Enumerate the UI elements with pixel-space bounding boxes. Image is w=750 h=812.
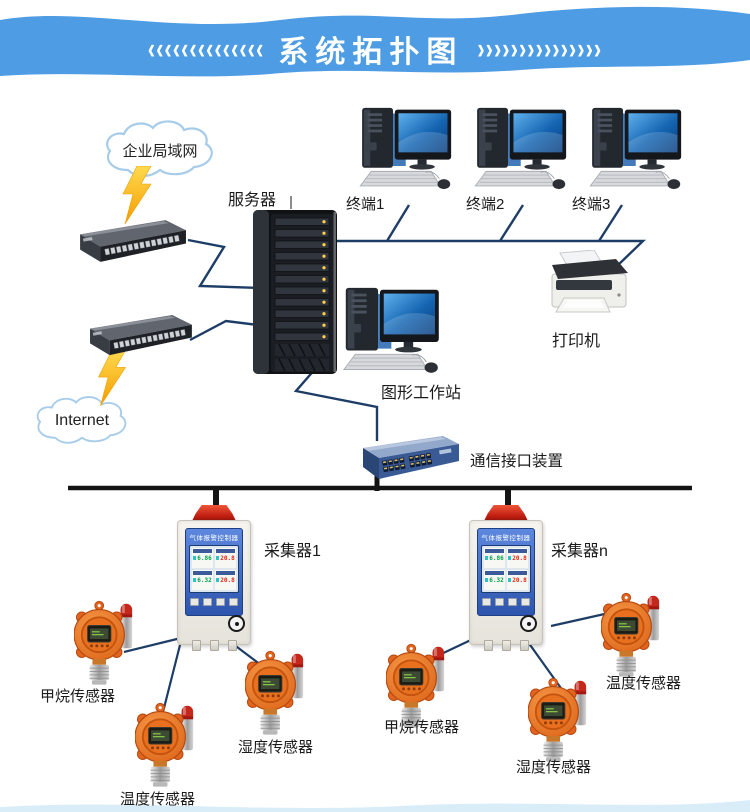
terminal-2-label: 终端2 <box>466 196 505 213</box>
desktop-computer-icon <box>468 106 568 195</box>
server <box>249 206 341 383</box>
cable-glands <box>178 640 250 651</box>
gas-detector-icon <box>528 673 592 764</box>
network-switch-icon <box>84 313 194 360</box>
router-icon <box>355 434 463 480</box>
terminal-2 <box>468 106 568 200</box>
buzzer-icon <box>228 615 245 632</box>
sensor-c1-temperature-label: 温度传感器 <box>120 791 196 808</box>
reading-cell: 20.8 <box>215 570 236 590</box>
reading-value: 6.86 <box>192 555 213 562</box>
switch-2 <box>84 313 194 365</box>
collector-1-label: 采集器1 <box>264 543 321 560</box>
right-chevrons-icon: ››››››››››››››› <box>477 31 603 66</box>
gas-detector-icon <box>135 698 199 789</box>
controller-buttons <box>478 598 534 606</box>
sensor-cn-humidity-label: 湿度传感器 <box>516 759 592 776</box>
terminal-3 <box>583 106 683 200</box>
reading-cell: 6.32 <box>484 570 505 590</box>
reading-value: 6.86 <box>484 555 505 562</box>
sensor-c1-methane <box>74 596 138 692</box>
server-rack-icon <box>249 206 341 378</box>
alarm-beacon-icon <box>192 505 236 521</box>
comm-device-label: 通信接口装置 <box>470 453 564 470</box>
reading-cell: 20.8 <box>215 548 236 568</box>
workstation <box>336 286 441 384</box>
reading-value: 20.8 <box>215 555 236 562</box>
header-banner: ‹‹‹‹‹‹‹‹‹‹‹‹‹‹ 系统拓扑图 ››››››››››››››› <box>0 0 750 92</box>
lan-cloud-label: 企业局域网 <box>122 143 198 160</box>
collector-1: 气体报警控制器 6.86 20.8 6.32 20.8 <box>177 503 251 653</box>
banner-wave <box>0 6 750 77</box>
sensor-c1-humidity <box>245 646 309 742</box>
controller-title: 气体报警控制器 <box>189 535 239 542</box>
reading-cell: 6.86 <box>484 548 505 568</box>
controller-panel: 气体报警控制器 6.86 20.8 6.32 20.8 <box>185 528 243 616</box>
bottom-wave <box>0 800 750 812</box>
reading-cell: 20.8 <box>507 570 528 590</box>
reading-value: 20.8 <box>215 577 236 584</box>
reading-value: 6.32 <box>484 577 505 584</box>
printer <box>542 250 636 335</box>
desktop-computer-icon <box>583 106 683 195</box>
sensor-c1-humidity-label: 湿度传感器 <box>238 739 314 756</box>
buzzer-icon <box>520 615 537 632</box>
alarm-beacon-icon <box>484 505 528 521</box>
server-label: 服务器 <box>228 192 277 209</box>
printer-label: 打印机 <box>552 333 601 350</box>
terminal-3-label: 终端3 <box>572 196 611 213</box>
sensor-c1-temperature <box>135 698 199 794</box>
controller-body: 气体报警控制器 6.86 20.8 6.32 20.8 <box>177 520 251 651</box>
lan-cloud: 企业局域网 <box>98 118 222 182</box>
left-chevrons-icon: ‹‹‹‹‹‹‹‹‹‹‹‹‹‹ <box>147 31 265 66</box>
reading-cell: 20.8 <box>507 548 528 568</box>
reading-cell: 6.86 <box>192 548 213 568</box>
network-switch-icon <box>74 218 188 267</box>
controller-panel: 气体报警控制器 6.86 20.8 6.32 20.8 <box>477 528 535 616</box>
reading-cell: 6.32 <box>192 570 213 590</box>
sensor-cn-methane-label: 甲烷传感器 <box>384 719 460 736</box>
reading-value: 20.8 <box>507 555 528 562</box>
controller-screen: 6.86 20.8 6.32 20.8 <box>189 545 239 593</box>
sensor-cn-temperature-label: 温度传感器 <box>606 675 682 692</box>
sensor-cn-temperature <box>601 588 665 684</box>
collector-n-label: 采集器n <box>551 543 608 560</box>
sensor-c1-methane-label: 甲烷传感器 <box>40 688 116 705</box>
line-terminal1-drop <box>385 204 411 242</box>
switch-1 <box>74 218 188 272</box>
internet-cloud: Internet <box>30 394 134 450</box>
gas-detector-icon <box>74 596 138 687</box>
controller-title: 气体报警控制器 <box>481 535 531 542</box>
workstation-label: 图形工作站 <box>381 385 462 402</box>
reading-value: 6.32 <box>192 577 213 584</box>
page-title: 系统拓扑图 <box>278 36 464 69</box>
internet-cloud-label: Internet <box>54 412 110 429</box>
controller-buttons <box>186 598 242 606</box>
terminal-1 <box>353 106 453 200</box>
printer-icon <box>542 250 636 330</box>
sensor-cn-humidity <box>528 673 592 769</box>
terminal-1-label: 终端1 <box>346 196 385 213</box>
comm-device <box>355 434 463 485</box>
controller-screen: 6.86 20.8 6.32 20.8 <box>481 545 531 593</box>
collector-n: 气体报警控制器 6.86 20.8 6.32 20.8 <box>469 503 543 653</box>
cable-glands <box>470 640 542 651</box>
gas-detector-icon <box>601 588 665 679</box>
reading-value: 20.8 <box>507 577 528 584</box>
desktop-computer-icon <box>336 286 441 379</box>
desktop-computer-icon <box>353 106 453 195</box>
controller-body: 气体报警控制器 6.86 20.8 6.32 20.8 <box>469 520 543 651</box>
line-switch2-server <box>189 319 259 342</box>
gas-detector-icon <box>245 646 309 737</box>
